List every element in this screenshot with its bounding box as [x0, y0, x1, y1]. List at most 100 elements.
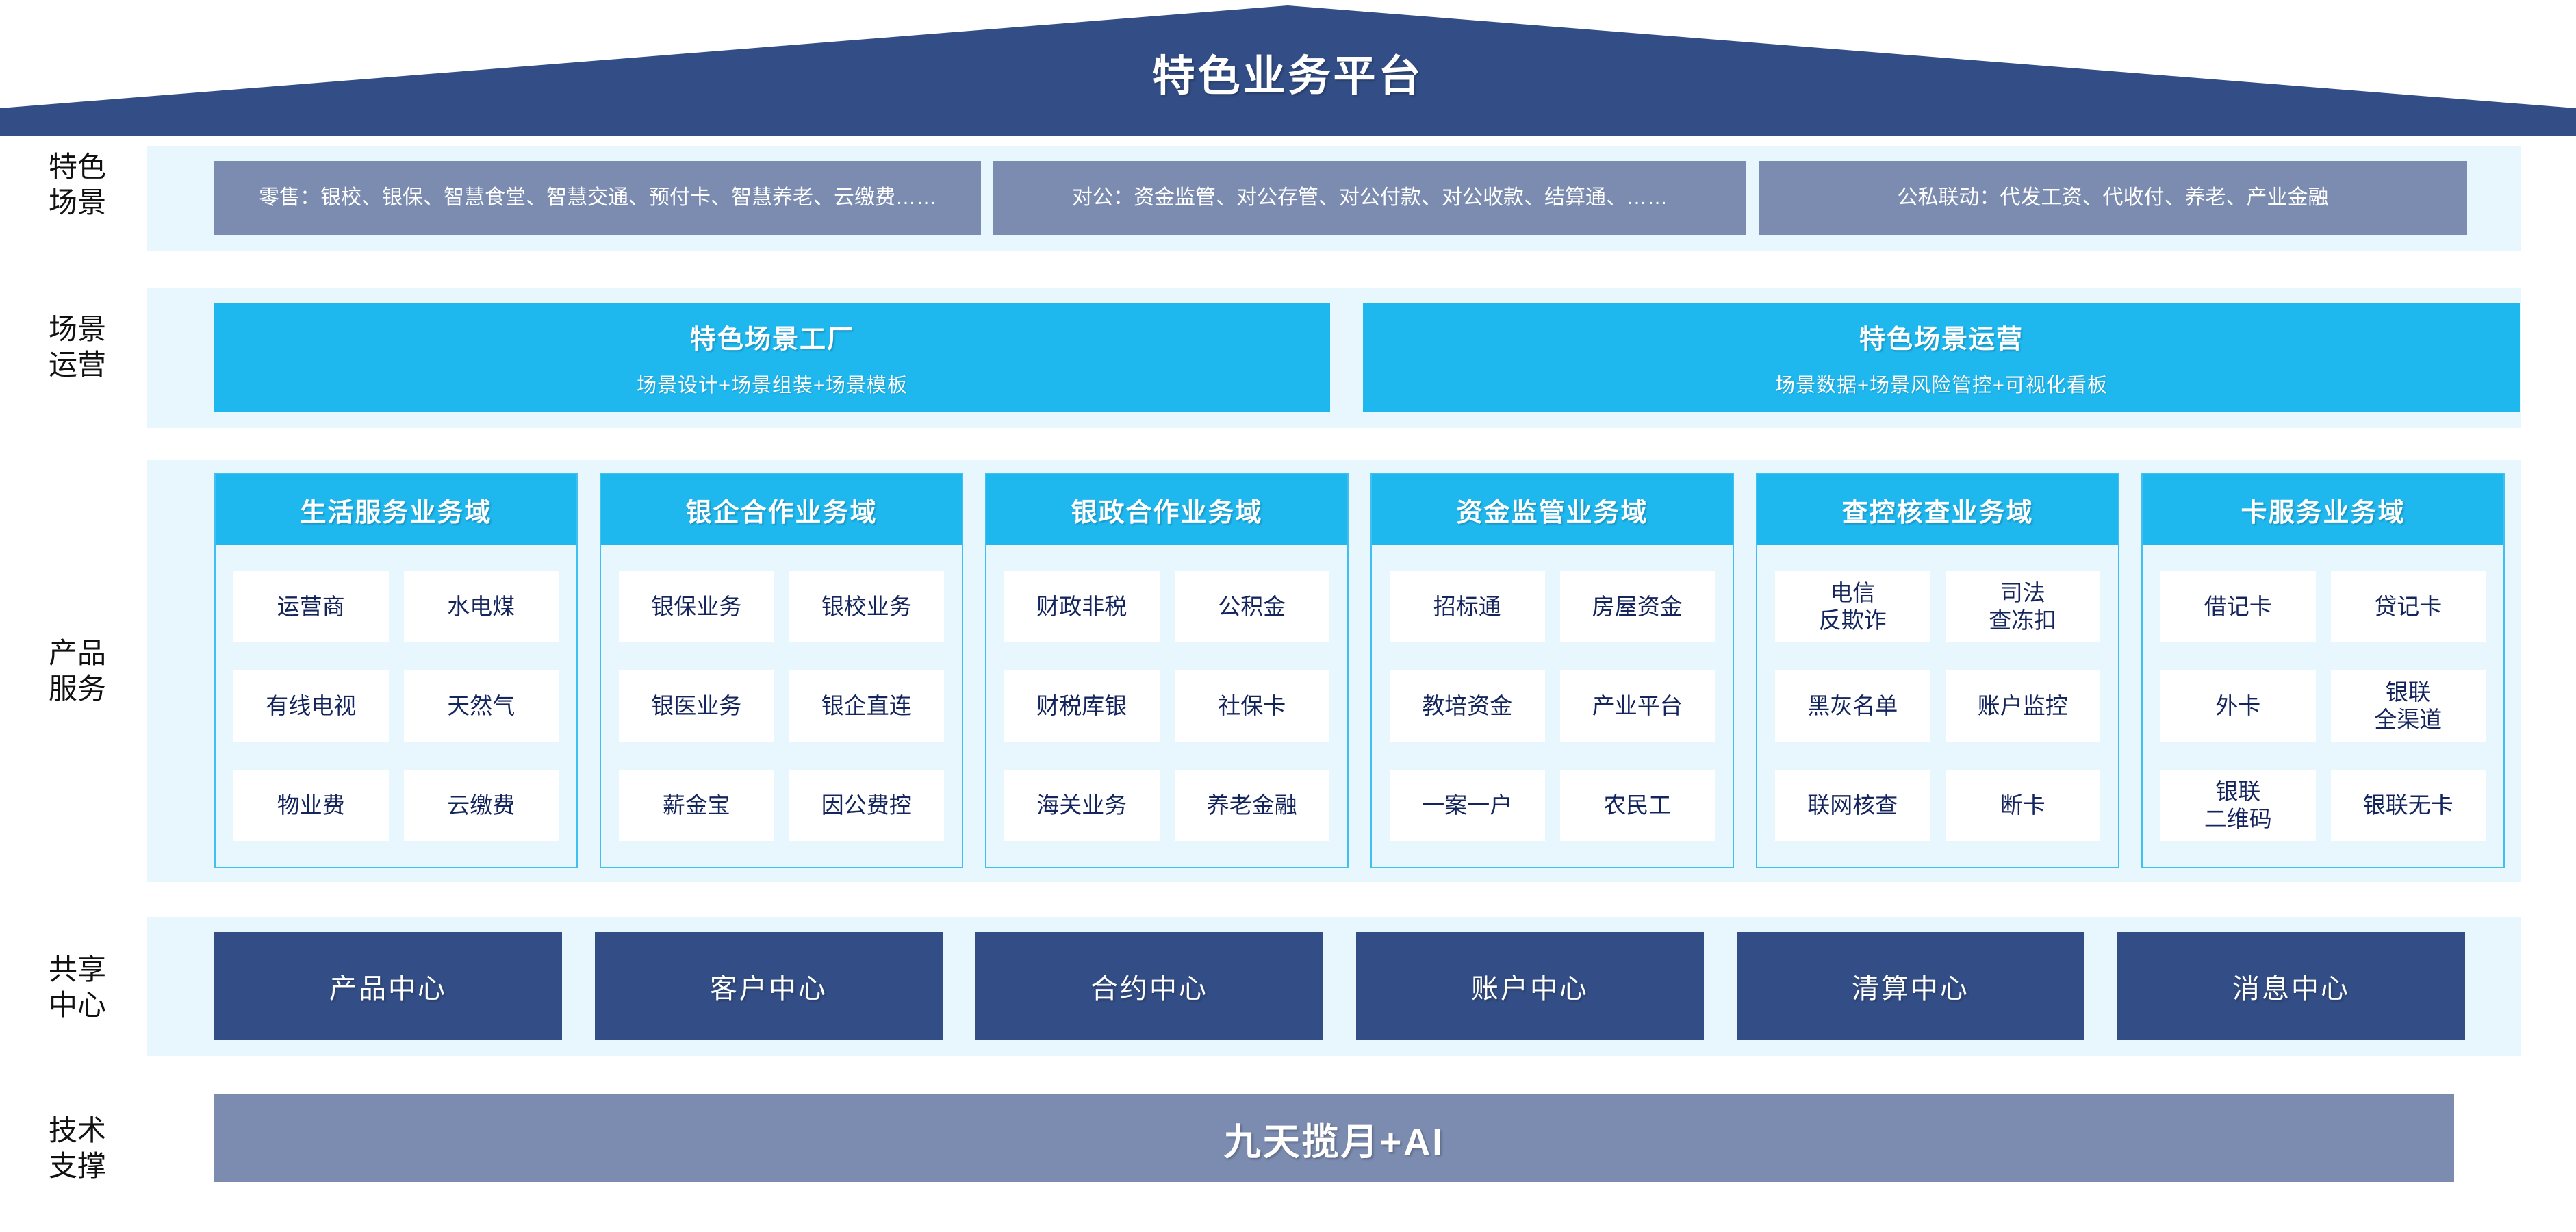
rail-label-tech: 技术支撑 — [48, 1114, 106, 1182]
scene-ops-list: 特色场景工厂 场景设计+场景组装+场景模板 特色场景运营 场景数据+场景风险管控… — [214, 303, 2520, 412]
business-domain-item[interactable]: 教培资金 — [1390, 670, 1545, 742]
platform-roof — [0, 5, 2576, 136]
business-domain-item[interactable]: 因公费控 — [789, 769, 944, 841]
business-domain-card[interactable]: 资金监管业务域招标通房屋资金教培资金产业平台一案一户农民工 — [1370, 473, 1734, 868]
business-domain-item[interactable]: 海关业务 — [1004, 769, 1160, 841]
business-domain-item[interactable]: 电信 反欺诈 — [1775, 571, 1930, 643]
business-domain-item[interactable]: 一案一户 — [1390, 769, 1545, 841]
business-domain-card[interactable]: 银企合作业务域银保业务银校业务银医业务银企直连薪金宝因公费控 — [600, 473, 963, 868]
scene-box-public-private[interactable]: 公私联动：代发工资、代收付、养老、产业金融 — [1759, 161, 2467, 235]
business-domain-item[interactable]: 财税库银 — [1004, 670, 1160, 742]
roof-shape-icon — [0, 5, 2576, 136]
business-domain-body: 电信 反欺诈司法 查冻扣黑灰名单账户监控联网核查断卡 — [1757, 545, 2118, 867]
shared-center-item[interactable]: 消息中心 — [2117, 932, 2465, 1040]
shared-center-item[interactable]: 账户中心 — [1356, 932, 1704, 1040]
business-domain-row: 招标通房屋资金 — [1390, 571, 1715, 643]
scene-factory-title: 特色场景工厂 — [689, 325, 854, 354]
business-domain-title: 资金监管业务域 — [1372, 474, 1733, 545]
business-domain-row: 电信 反欺诈司法 查冻扣 — [1775, 571, 2100, 643]
business-domain-item[interactable]: 银联 二维码 — [2160, 769, 2316, 841]
scene-operation-title: 特色场景运营 — [1859, 325, 2024, 354]
scene-factory-subtitle: 场景设计+场景组装+场景模板 — [637, 374, 908, 397]
business-domain-title: 银企合作业务域 — [601, 474, 962, 545]
business-domain-title: 卡服务业务域 — [2143, 474, 2503, 545]
business-domain-row: 运营商水电煤 — [233, 571, 559, 643]
business-domain-card[interactable]: 生活服务业务域运营商水电煤有线电视天然气物业费云缴费 — [214, 473, 578, 868]
business-domain-body: 借记卡贷记卡外卡银联 全渠道银联 二维码银联无卡 — [2143, 545, 2503, 867]
business-domain-item[interactable]: 云缴费 — [403, 769, 559, 841]
business-domain-row: 借记卡贷记卡 — [2160, 571, 2486, 643]
business-domain-row: 银保业务银校业务 — [619, 571, 944, 643]
business-domain-row: 物业费云缴费 — [233, 769, 559, 841]
shared-center-panel: 产品中心客户中心合约中心账户中心清算中心消息中心 — [147, 917, 2521, 1056]
business-domain-item[interactable]: 农民工 — [1559, 769, 1715, 841]
business-domain-item[interactable]: 银保业务 — [619, 571, 774, 643]
business-domain-row: 财政非税公积金 — [1004, 571, 1329, 643]
business-domain-row: 联网核查断卡 — [1775, 769, 2100, 841]
business-domain-item[interactable]: 联网核查 — [1775, 769, 1930, 841]
shared-center-item[interactable]: 合约中心 — [975, 932, 1323, 1040]
scene-box-corporate[interactable]: 对公：资金监管、对公存管、对公付款、对公收款、结算通、…… — [993, 161, 1746, 235]
business-domain-item[interactable]: 有线电视 — [233, 670, 389, 742]
business-domain-item[interactable]: 公积金 — [1174, 571, 1329, 643]
tech-support-bar[interactable]: 九天揽月+AI — [214, 1094, 2454, 1182]
scene-panel: 零售：银校、银保、智慧食堂、智慧交通、预付卡、智慧养老、云缴费…… 对公：资金监… — [147, 146, 2521, 251]
business-domain-row: 有线电视天然气 — [233, 670, 559, 742]
business-domain-body: 财政非税公积金财税库银社保卡海关业务养老金融 — [986, 545, 1347, 867]
business-domain-list: 生活服务业务域运营商水电煤有线电视天然气物业费云缴费银企合作业务域银保业务银校业… — [214, 473, 2505, 868]
business-domain-item[interactable]: 水电煤 — [403, 571, 559, 643]
scene-operation-subtitle: 场景数据+场景风险管控+可视化看板 — [1775, 374, 2108, 397]
business-domain-body: 招标通房屋资金教培资金产业平台一案一户农民工 — [1372, 545, 1733, 867]
business-domain-item[interactable]: 贷记卡 — [2330, 571, 2486, 643]
business-domain-title: 银政合作业务域 — [986, 474, 1347, 545]
business-domain-card[interactable]: 卡服务业务域借记卡贷记卡外卡银联 全渠道银联 二维码银联无卡 — [2141, 473, 2505, 868]
business-domain-item[interactable]: 财政非税 — [1004, 571, 1160, 643]
business-domain-item[interactable]: 司法 查冻扣 — [1945, 571, 2100, 643]
business-domain-row: 教培资金产业平台 — [1390, 670, 1715, 742]
business-domain-item[interactable]: 薪金宝 — [619, 769, 774, 841]
shared-center-list: 产品中心客户中心合约中心账户中心清算中心消息中心 — [214, 932, 2465, 1040]
business-domain-item[interactable]: 账户监控 — [1945, 670, 2100, 742]
business-domain-item[interactable]: 社保卡 — [1174, 670, 1329, 742]
business-domain-item[interactable]: 运营商 — [233, 571, 389, 643]
business-domain-item[interactable]: 黑灰名单 — [1775, 670, 1930, 742]
shared-center-item[interactable]: 客户中心 — [595, 932, 943, 1040]
business-domain-row: 银医业务银企直连 — [619, 670, 944, 742]
business-domain-item[interactable]: 招标通 — [1390, 571, 1545, 643]
business-domain-item[interactable]: 银联 全渠道 — [2330, 670, 2486, 742]
business-domain-title: 查控核查业务域 — [1757, 474, 2118, 545]
business-domain-row: 银联 二维码银联无卡 — [2160, 769, 2486, 841]
scene-ops-panel: 特色场景工厂 场景设计+场景组装+场景模板 特色场景运营 场景数据+场景风险管控… — [147, 288, 2521, 428]
page-title: 特色业务平台 — [1152, 53, 1424, 100]
scene-factory-card[interactable]: 特色场景工厂 场景设计+场景组装+场景模板 — [214, 303, 1330, 412]
business-domain-body: 运营商水电煤有线电视天然气物业费云缴费 — [216, 545, 576, 867]
business-domain-item[interactable]: 养老金融 — [1174, 769, 1329, 841]
business-domain-item[interactable]: 天然气 — [403, 670, 559, 742]
business-domain-item[interactable]: 物业费 — [233, 769, 389, 841]
rail-label-product: 产品服务 — [48, 637, 106, 705]
business-domain-item[interactable]: 房屋资金 — [1559, 571, 1715, 643]
business-domain-row: 外卡银联 全渠道 — [2160, 670, 2486, 742]
business-domain-card[interactable]: 查控核查业务域电信 反欺诈司法 查冻扣黑灰名单账户监控联网核查断卡 — [1756, 473, 2119, 868]
business-domain-row: 财税库银社保卡 — [1004, 670, 1329, 742]
rail-label-shared: 共享中心 — [48, 953, 106, 1021]
business-domain-card[interactable]: 银政合作业务域财政非税公积金财税库银社保卡海关业务养老金融 — [985, 473, 1349, 868]
business-domain-item[interactable]: 产业平台 — [1559, 670, 1715, 742]
business-domain-item[interactable]: 外卡 — [2160, 670, 2316, 742]
business-domain-row: 一案一户农民工 — [1390, 769, 1715, 841]
product-service-panel: 生活服务业务域运营商水电煤有线电视天然气物业费云缴费银企合作业务域银保业务银校业… — [147, 460, 2521, 882]
business-domain-row: 海关业务养老金融 — [1004, 769, 1329, 841]
scene-box-retail[interactable]: 零售：银校、银保、智慧食堂、智慧交通、预付卡、智慧养老、云缴费…… — [214, 161, 981, 235]
rail-label-scene: 特色场景 — [48, 151, 106, 218]
business-domain-item[interactable]: 银医业务 — [619, 670, 774, 742]
shared-center-item[interactable]: 清算中心 — [1737, 932, 2084, 1040]
business-domain-item[interactable]: 银企直连 — [789, 670, 944, 742]
business-domain-item[interactable]: 断卡 — [1945, 769, 2100, 841]
business-domain-item[interactable]: 银校业务 — [789, 571, 944, 643]
business-domain-item[interactable]: 银联无卡 — [2330, 769, 2486, 841]
business-domain-item[interactable]: 借记卡 — [2160, 571, 2316, 643]
scene-box-list: 零售：银校、银保、智慧食堂、智慧交通、预付卡、智慧养老、云缴费…… 对公：资金监… — [214, 161, 2467, 235]
scene-operation-card[interactable]: 特色场景运营 场景数据+场景风险管控+可视化看板 — [1363, 303, 2520, 412]
shared-center-item[interactable]: 产品中心 — [214, 932, 562, 1040]
tech-support-panel: 九天揽月+AI — [147, 1094, 2521, 1182]
